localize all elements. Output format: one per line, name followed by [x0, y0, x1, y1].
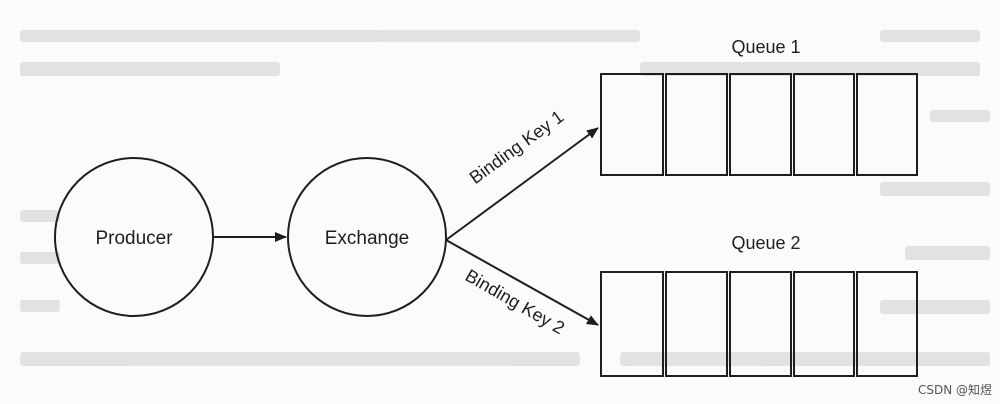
exchange-to-queue2-arrow	[445, 239, 599, 326]
watermark-text: CSDN @知煜	[917, 383, 992, 397]
exchange-label: Exchange	[325, 228, 410, 249]
exchange-circle	[287, 157, 447, 317]
queue-2-cell	[665, 271, 728, 377]
queue-1-cell	[665, 73, 728, 176]
queue-2-cell	[600, 271, 664, 377]
queue-1-cell	[729, 73, 792, 176]
queue-1-cell	[856, 73, 918, 176]
producer-node: Producer	[54, 157, 214, 317]
queue-2-label: Queue 2	[731, 233, 800, 253]
binding-key-2-label: Binding Key 2	[462, 265, 568, 338]
queue-2-cells	[600, 271, 918, 377]
queue-2: Queue 2	[600, 233, 918, 377]
queue-1-cells	[600, 73, 918, 176]
queue-1-cell	[793, 73, 855, 176]
producer-label: Producer	[95, 228, 173, 249]
queue-1-cell	[600, 73, 664, 176]
binding-key-1-label: Binding Key 1	[466, 106, 568, 187]
exchange-node: Exchange	[287, 157, 447, 317]
queue-2-cell	[856, 271, 918, 377]
queue-2-cell	[793, 271, 855, 377]
queue-2-cell	[729, 271, 792, 377]
exchange-to-queue1-arrow	[445, 127, 599, 241]
producer-circle	[54, 157, 214, 317]
queue-1: Queue 1	[600, 37, 918, 176]
queue-1-label: Queue 1	[731, 37, 800, 57]
